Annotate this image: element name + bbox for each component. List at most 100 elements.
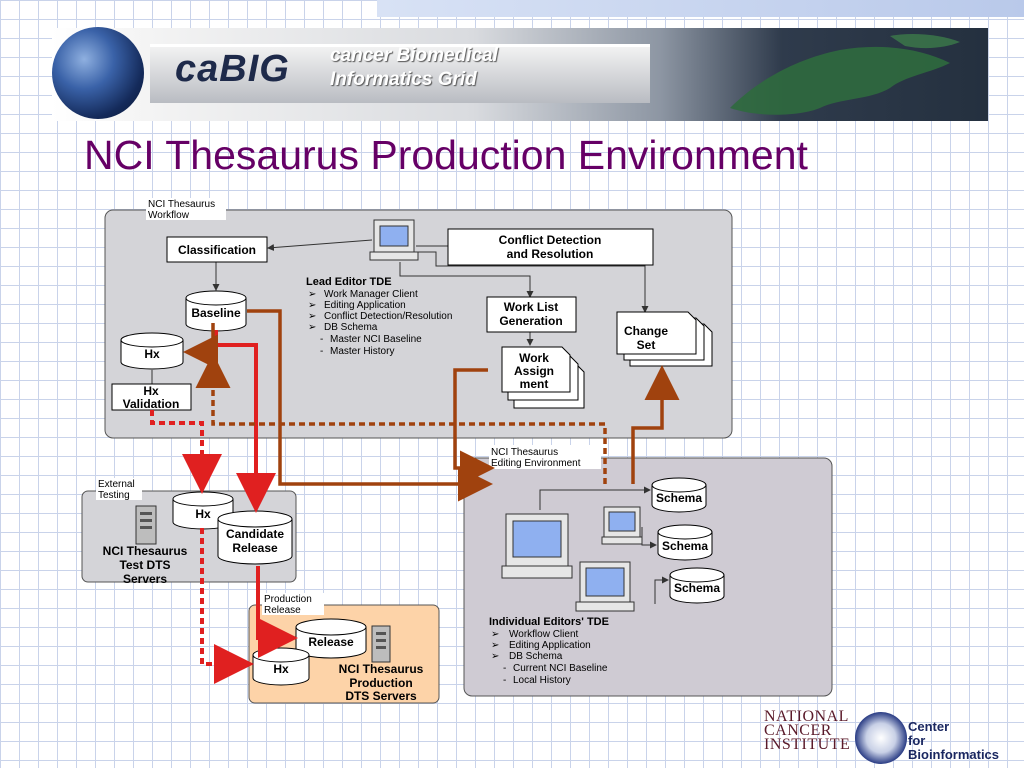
workflow-label-1: NCI Thesaurus (148, 199, 215, 210)
editors-list: ➢Workflow Client ➢Editing Application ➢D… (491, 629, 608, 686)
release-label: Release (308, 635, 354, 649)
lead-editor-list: ➢Work Manager Client ➢Editing Applicatio… (308, 289, 452, 357)
connector-editor-to-schema-2 (641, 527, 657, 549)
nci-logo: NATIONAL CANCER INSTITUTE (764, 708, 851, 753)
conflict-line-1: Conflict Detection (499, 233, 602, 247)
release-database (295, 618, 367, 659)
svg-text:➢: ➢ (491, 629, 499, 640)
conflict-line-2: and Resolution (507, 247, 594, 261)
hx-validation-line-1: Hx (143, 384, 159, 398)
page-title: NCI Thesaurus Production Environment (84, 132, 808, 178)
work-assign-line-2: Assign (514, 364, 554, 378)
arrow-baseline-to-editing (247, 309, 493, 502)
candidate-release-database (217, 510, 293, 565)
editors-item: Editing Application (509, 640, 591, 651)
connector-editor-to-schema-1 (539, 486, 651, 510)
svg-text:➢: ➢ (308, 289, 316, 300)
svg-text:-: - (503, 663, 506, 674)
schema-label-3: Schema (674, 581, 720, 595)
arrow-baseline-to-hx (183, 323, 218, 370)
hx-validation-box (111, 383, 192, 411)
lead-editor-item: Conflict Detection/Resolution (324, 311, 452, 322)
editors-subitem: Current NCI Baseline (513, 663, 608, 674)
bioinformatics-seal-icon (855, 712, 907, 764)
cbi-line-2: for (908, 733, 926, 748)
change-set-line-1: Change (624, 324, 668, 338)
svg-text:-: - (503, 675, 506, 686)
schema-label-2: Schema (662, 539, 708, 553)
change-set-line-2: Set (637, 338, 656, 352)
top-decor-strip (377, 0, 1024, 17)
banner-bar (150, 44, 650, 103)
cbi-line-1: Center (908, 719, 950, 734)
editors-subitem: Local History (513, 675, 571, 686)
workflow-label-box (146, 198, 226, 220)
lead-editor-subitem: Master History (330, 346, 394, 357)
nci-logo-line-2: CANCER (764, 722, 832, 739)
editors-item: Workflow Client (509, 629, 578, 640)
svg-text:➢: ➢ (308, 300, 316, 311)
schema-database-2 (657, 524, 713, 561)
work-list-line-1: Work List (504, 300, 558, 314)
arrow-editing-to-baseline-dashed (195, 353, 607, 484)
lead-editor-item: Work Manager Client (324, 289, 418, 300)
arrow-assignment-to-editing (453, 368, 495, 486)
candidate-line-1: Candidate (226, 527, 284, 541)
production-label-1: Production (264, 594, 312, 605)
prod-servers-line-2: Production (349, 676, 412, 690)
testing-label-2: Testing (98, 490, 130, 501)
prod-servers-line-3: DTS Servers (345, 689, 417, 703)
lead-editor-title: Lead Editor TDE (306, 276, 392, 288)
svg-text:➢: ➢ (491, 640, 499, 651)
production-label-2: Release (264, 605, 301, 616)
svg-text:-: - (320, 334, 323, 345)
editing-label-1: NCI Thesaurus (491, 447, 558, 458)
classification-label: Classification (178, 243, 256, 257)
test-servers-line-1: NCI Thesaurus (103, 544, 188, 558)
lead-editor-subitem: Master NCI Baseline (330, 334, 422, 345)
brand-tagline: cancer Biomedical Informatics Grid (330, 44, 498, 92)
hx-label-workflow: Hx (144, 347, 160, 361)
editing-label-box (489, 445, 601, 469)
arrow-editing-to-changeset (631, 365, 680, 484)
connector-lead-to-changeset (416, 251, 649, 313)
tagline-line-1: cancer Biomedical (330, 45, 498, 66)
testing-label-box (96, 478, 142, 500)
nci-logo-line-1: NATIONAL (764, 708, 849, 725)
svg-text:➢: ➢ (308, 322, 316, 333)
change-set-documents (616, 311, 713, 367)
editor-computer-small-icon (601, 506, 643, 545)
baseline-label: Baseline (191, 306, 241, 320)
connector-editor-to-schema-3 (654, 576, 669, 604)
work-assignment-documents (501, 346, 585, 409)
connector-lead-to-classification (267, 239, 373, 252)
hx-label-production: Hx (273, 662, 289, 676)
test-servers-line-2: Test DTS (119, 558, 170, 572)
production-server-icon (371, 625, 391, 663)
nci-logo-line-3: INSTITUTE (764, 736, 851, 753)
classification-box (166, 236, 268, 263)
editor-computer-medium-icon (575, 561, 635, 612)
conflict-detection-box (447, 228, 654, 266)
arrow-test-hx-to-prod-hx (200, 528, 254, 684)
editing-label-2: Editing Environment (491, 458, 581, 469)
svg-text:➢: ➢ (308, 311, 316, 322)
svg-text:-: - (320, 346, 323, 357)
test-servers-line-3: Servers (123, 572, 167, 586)
bioinformatics-logo-text: Center for Bioinformatics (908, 720, 999, 762)
arrow-validation-to-test-hx (150, 410, 222, 494)
schema-database-1 (651, 477, 707, 513)
world-map-icon (730, 34, 960, 115)
workflow-label-2: Workflow (148, 210, 190, 221)
baseline-database (185, 290, 247, 332)
work-list-line-2: Generation (499, 314, 562, 328)
lead-editor-computer-icon (369, 219, 419, 261)
brand-logo-text: caBIG (175, 48, 290, 90)
work-assign-line-3: ment (520, 377, 549, 391)
svg-text:➢: ➢ (491, 651, 499, 662)
production-label-box (262, 593, 324, 615)
work-list-box (486, 296, 577, 333)
editor-computer-large-icon (501, 513, 573, 579)
candidate-line-2: Release (232, 541, 278, 555)
work-assign-line-1: Work (519, 351, 549, 365)
